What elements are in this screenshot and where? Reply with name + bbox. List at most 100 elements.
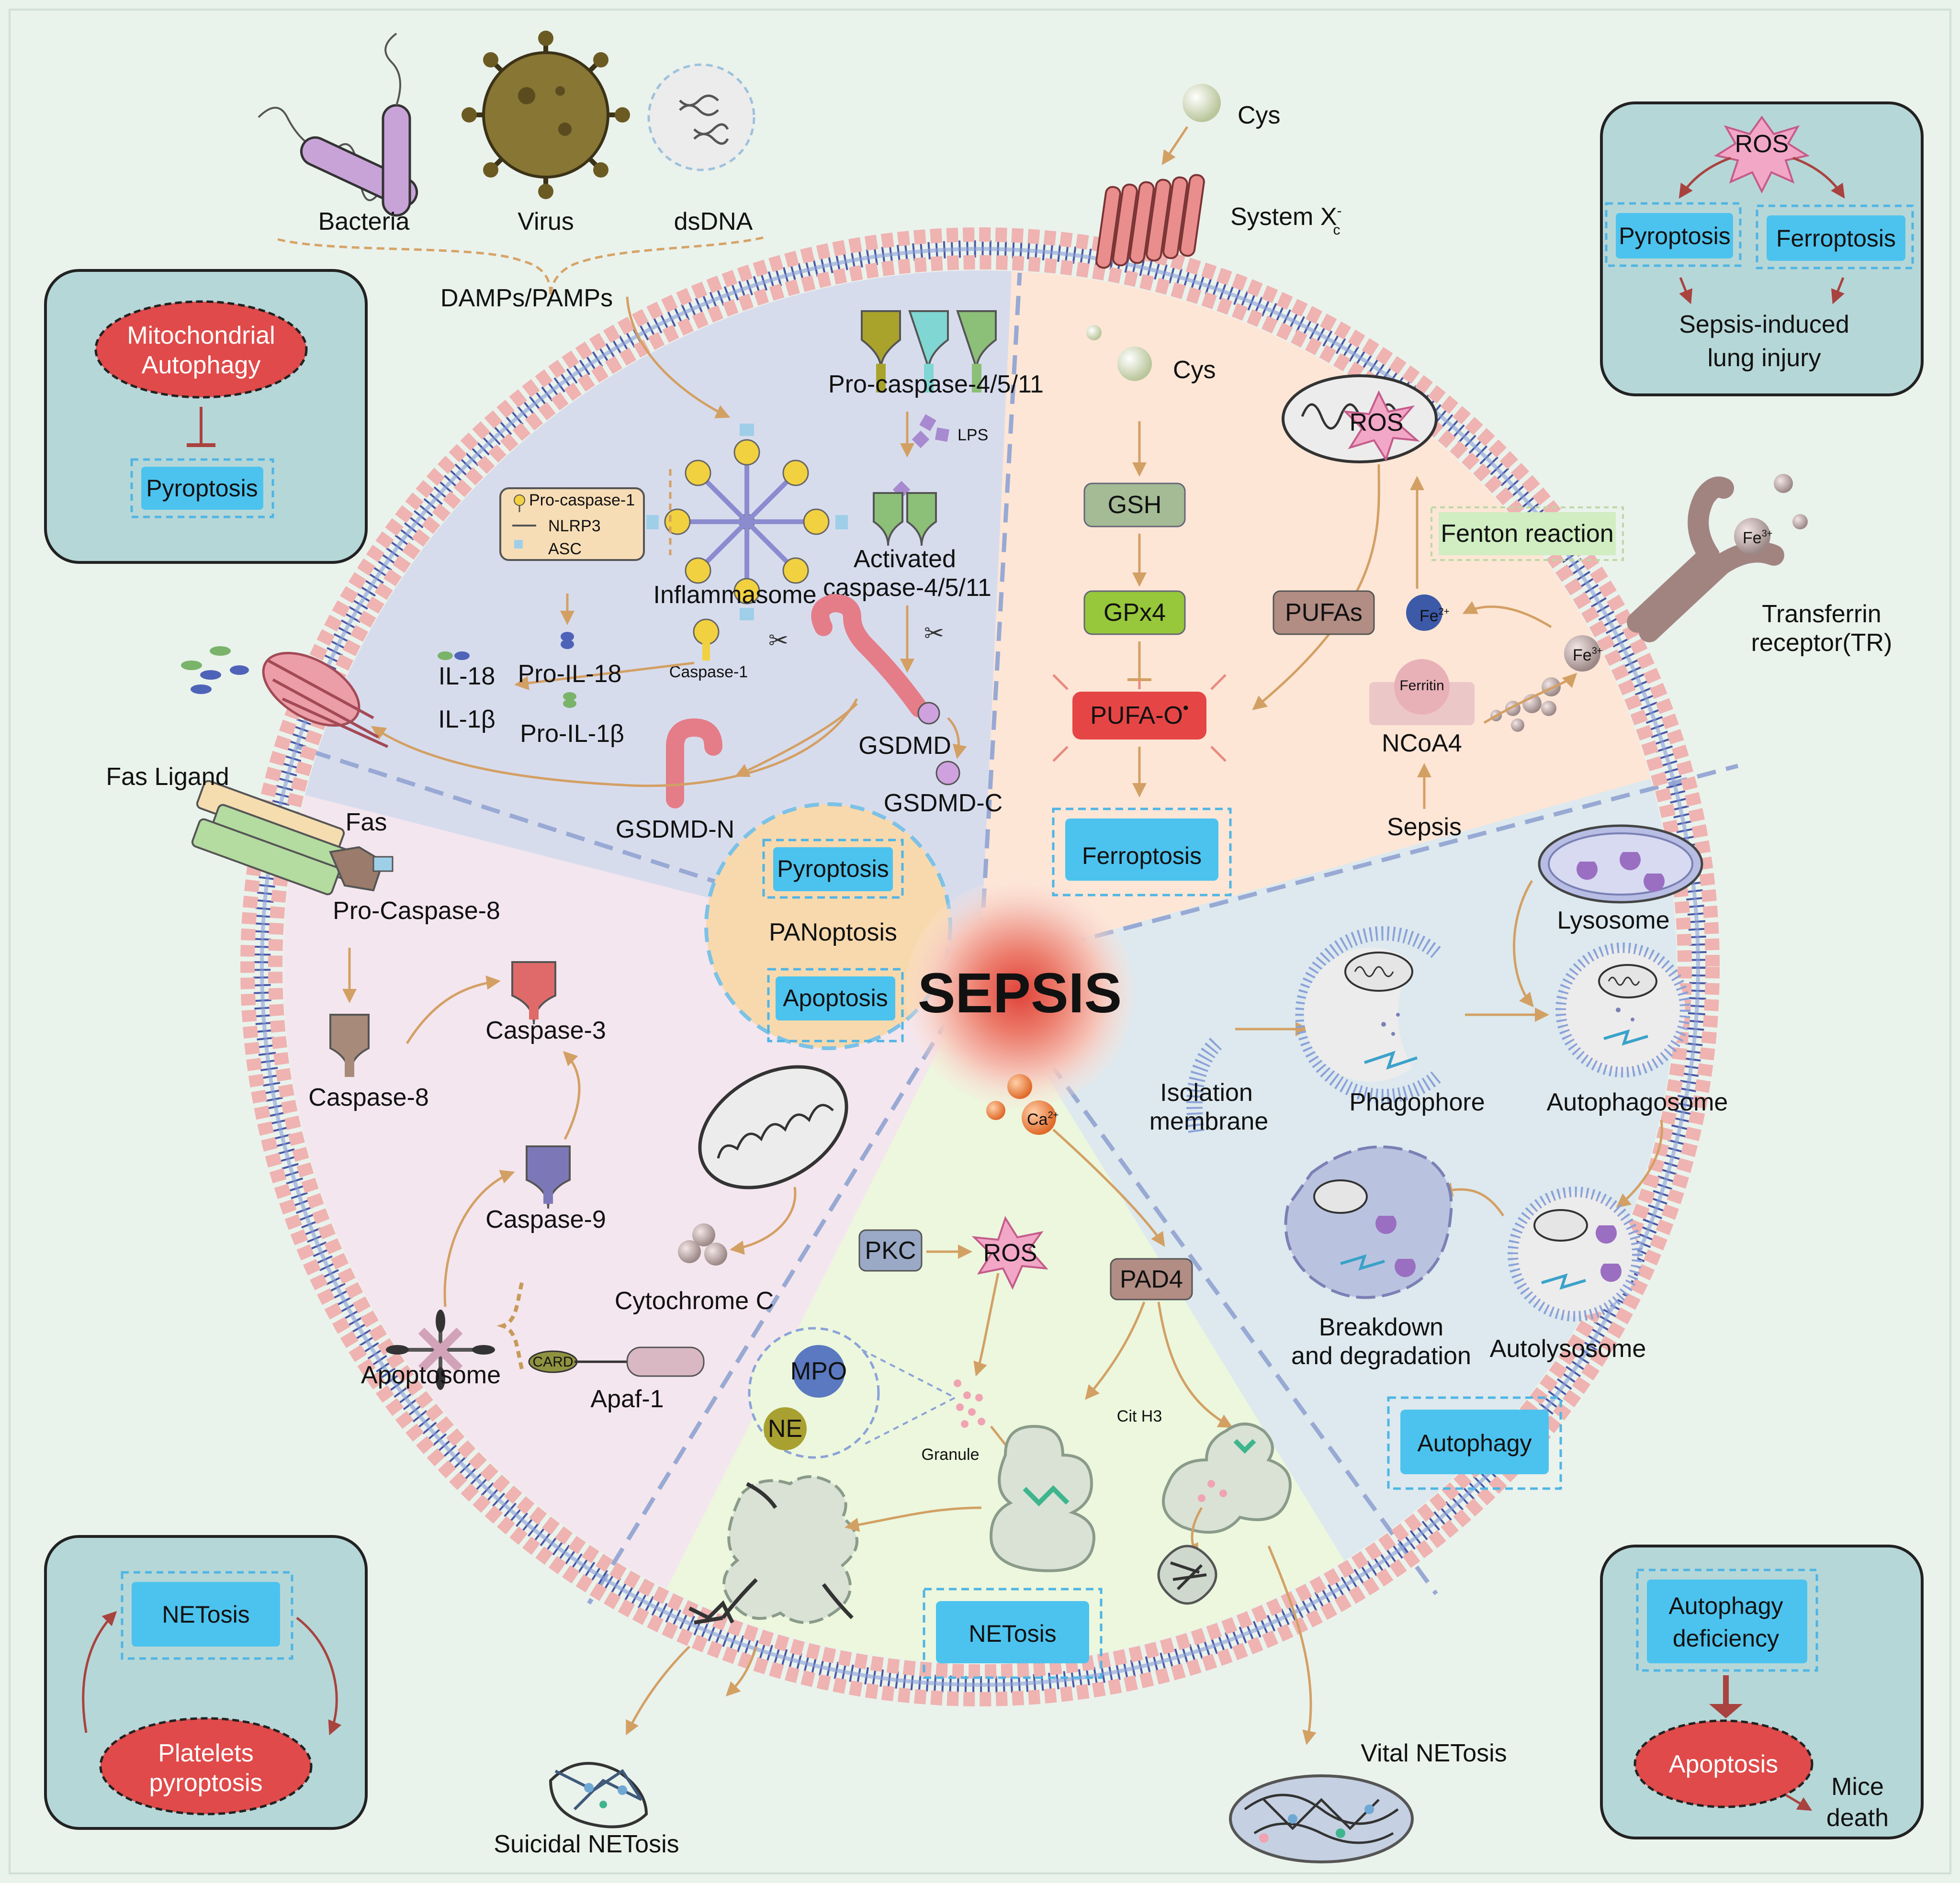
scissors-icon-2: ✂ [768, 627, 789, 654]
caspase-9-icon [526, 1145, 571, 1209]
net-fragment-icon [688, 1600, 734, 1625]
fas-ligand-icon [191, 780, 394, 896]
mitochondrion-ros-icon [1282, 374, 1438, 463]
scissors-icon: ✂ [924, 620, 944, 647]
neutrophil-icon-1 [989, 1424, 1095, 1572]
pufas-box [1273, 590, 1375, 635]
autophagy-deficiency-panel: Autophagy deficiency Apoptosis Mice deat… [1600, 1545, 1924, 1839]
mpo-ne-circle: MPO NE [748, 1327, 880, 1459]
calcium-sup: 2+ [1048, 1110, 1059, 1121]
mice-death-label-2: death [1826, 1804, 1889, 1832]
pad4-box [1110, 1258, 1193, 1300]
tl-pyroptosis-label: Pyroptosis [146, 475, 258, 502]
lps-icon [912, 414, 950, 448]
mito-autophagy-label-1: Mitochondrial [127, 322, 275, 349]
pkc-label: PKC [865, 1237, 916, 1265]
fe3-icon [1564, 635, 1600, 672]
isolation-membrane-icon [1186, 1037, 1222, 1136]
caspase-3-icon [511, 961, 556, 1025]
damps-pamps-label: DAMPs/PAMPs [440, 284, 613, 312]
gsh-label: GSH [1108, 491, 1162, 519]
caspase-1-icon [693, 618, 720, 661]
bacteria-label: Bacteria [318, 208, 410, 235]
lung-injury-label-1: Sepsis-induced [1679, 311, 1849, 338]
pufa-o-icon [1052, 674, 1227, 762]
breakdown-label-1: Breakdown [1319, 1313, 1443, 1341]
virus-label: Virus [518, 208, 574, 235]
legend-asc: ASC [548, 540, 582, 558]
autophagy-label: Autophagy [1417, 1430, 1532, 1457]
phagophore-label: Phagophore [1349, 1088, 1485, 1116]
netosis-label: NETosis [969, 1620, 1056, 1647]
mito-ros-label: ROS [1350, 409, 1404, 437]
fe2-icon [1406, 594, 1442, 631]
legend-nlrp3: NLRP3 [548, 517, 601, 535]
caspase-8-icon [329, 1014, 370, 1077]
dsdna-icon [647, 63, 755, 171]
pufa-o-sup: • [1183, 699, 1189, 717]
calcium-icon [1022, 1100, 1056, 1135]
pad4-label: PAD4 [1120, 1266, 1183, 1293]
suicidal-netosis-icon [549, 1762, 648, 1828]
activated-caspase-label-2: caspase-4/5/11 [823, 574, 991, 602]
autophagy-box: Autophagy [1387, 1396, 1562, 1490]
apoptosome-label: Apoptosome [361, 1361, 501, 1389]
activated-caspase-icon [873, 481, 937, 546]
cit-h3-label: Cit H3 [1117, 1407, 1162, 1425]
platelets-label-1: Platelets [158, 1739, 253, 1767]
suicidal-netosis-label: Suicidal NETosis [494, 1830, 679, 1858]
autophagosome-label: Autophagosome [1547, 1088, 1728, 1116]
gsdmd-label: GSDMD [858, 732, 951, 760]
mito-autophagy-label-2: Autophagy [142, 351, 261, 379]
iron-particles [1490, 677, 1561, 732]
gsdmd-icon [811, 594, 940, 725]
granule-icon [954, 1379, 985, 1428]
sepsis-ferro-label: Sepsis [1387, 813, 1462, 841]
transferrin-receptor-icon [1627, 474, 1808, 642]
cell-membrane [240, 227, 1720, 1706]
tr-pyroptosis-label: Pyroptosis [1619, 223, 1730, 249]
system-xc-sub: c [1333, 222, 1340, 238]
vital-netosis-icon [1229, 1774, 1414, 1863]
fenton-label: Fenton reaction [1441, 520, 1613, 548]
net-cluster-icon [1157, 1545, 1217, 1605]
pkc-box [858, 1229, 923, 1272]
inflammasome-legend [499, 487, 645, 561]
system-xc-label: System X-c [1230, 203, 1342, 238]
calcium-label: Ca2+ [1027, 1110, 1059, 1129]
fe2-sup: 2+ [1439, 606, 1450, 617]
frame-border [9, 9, 1951, 1874]
pro-caspase-4-5-11-icon [861, 310, 997, 392]
apaf-1-label: Apaf-1 [590, 1385, 664, 1413]
caspase-1-label: Caspase-1 [669, 663, 748, 681]
virus-icon [462, 31, 630, 199]
breakdown-label-2: and degradation [1291, 1342, 1471, 1370]
pufas-label: PUFAs [1285, 599, 1363, 627]
ferroptosis-box: Ferroptosis [1052, 807, 1232, 897]
fe3-label: Fe3+ [1573, 646, 1603, 664]
mitochondrion-icon [698, 1065, 848, 1189]
granule-release-icon [1198, 1480, 1227, 1502]
ros-lung-panel: ROS Pyroptosis Ferroptosis Sepsis-induce… [1600, 101, 1924, 396]
gpx4-label: GPx4 [1104, 599, 1166, 627]
il-18-label: IL-18 [439, 662, 496, 690]
fas-label: Fas [346, 808, 387, 836]
ncoa4-label: NCoA4 [1382, 729, 1462, 757]
platelets-label-2: pyroptosis [149, 1769, 263, 1797]
panoptosis-pyroptosis-box: Pyroptosis [762, 839, 904, 899]
gpx4-box [1083, 590, 1186, 635]
gsh-box [1083, 482, 1186, 527]
autolysosome-icon [1508, 1187, 1643, 1322]
card-label: CARD [532, 1354, 573, 1370]
lung-injury-label-2: lung injury [1707, 344, 1821, 372]
isolation-membrane-label-1: Isolation [1160, 1079, 1253, 1107]
gsdmd-pore-icon [181, 646, 389, 748]
cys-outer-icon [1183, 84, 1221, 122]
ferroptosis-label: Ferroptosis [1082, 842, 1202, 869]
inflammasome-icon [646, 424, 848, 620]
ferritin-label: Ferritin [1399, 678, 1444, 694]
br-deficiency-label-1: Autophagy [1668, 1592, 1783, 1619]
fe3-tr-sup: 3+ [1762, 528, 1773, 539]
caspase-9-label: Caspase-9 [485, 1206, 606, 1233]
